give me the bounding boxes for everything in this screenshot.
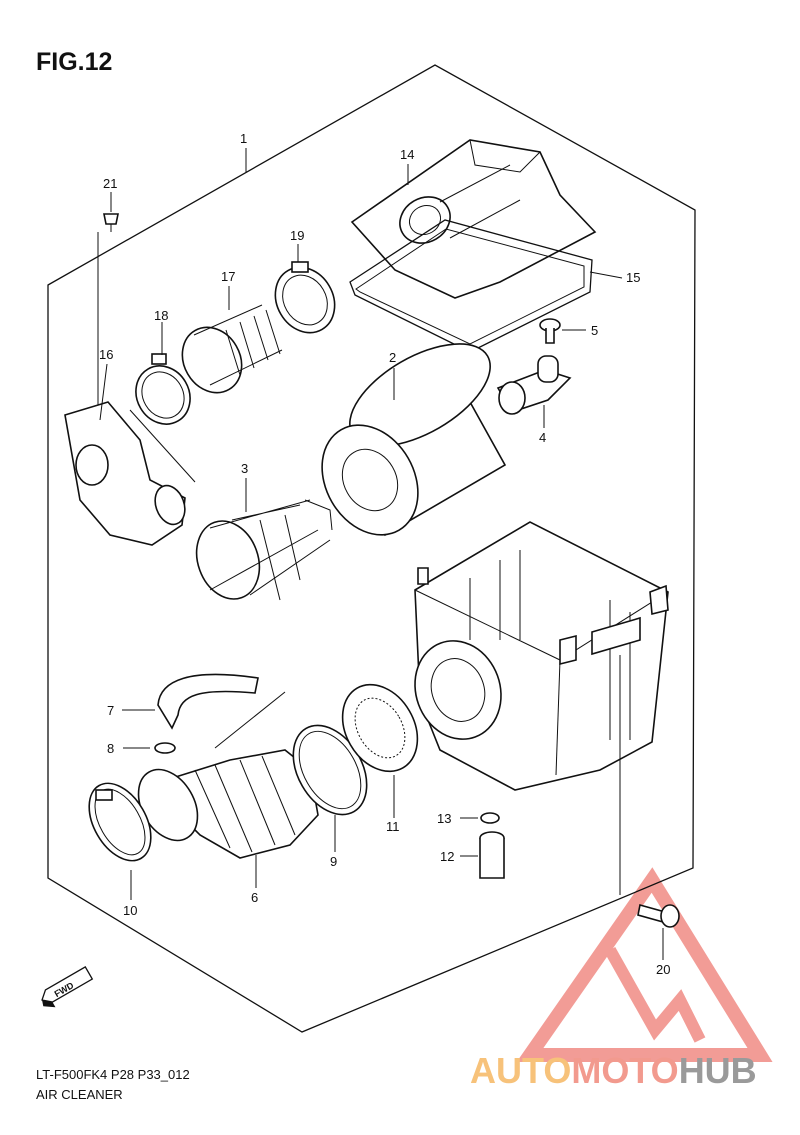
air-cleaner-case — [414, 521, 669, 791]
callout-15: 15 — [626, 270, 640, 285]
part-12-cap — [479, 831, 505, 879]
assembly-frame — [47, 64, 696, 1033]
callouts: 1 2 3 4 5 6 7 8 9 10 11 12 13 14 15 16 1… — [99, 131, 670, 977]
callout-18: 18 — [154, 308, 168, 323]
watermark-moto: MOTO — [571, 1050, 679, 1091]
callout-11: 11 — [386, 819, 400, 834]
part-15-gasket — [349, 219, 593, 353]
watermark-logo — [516, 867, 773, 1062]
callout-13: 13 — [437, 811, 451, 826]
callout-12: 12 — [440, 849, 454, 864]
part-5-screw — [539, 318, 561, 344]
callout-10: 10 — [123, 903, 137, 918]
callout-17: 17 — [221, 269, 235, 284]
callout-6: 6 — [251, 890, 258, 905]
watermark-auto: AUTO — [470, 1050, 572, 1091]
part-11-screen — [341, 683, 419, 773]
callout-4: 4 — [539, 430, 546, 445]
part-16-inlet-duct — [64, 401, 186, 546]
leader-lines — [97, 148, 664, 960]
part-6-outlet-tube — [137, 749, 319, 859]
watermark-text: AUTOMOTOHUB — [470, 1050, 757, 1092]
callout-2: 2 — [389, 350, 396, 365]
callout-8: 8 — [107, 741, 114, 756]
callout-9: 9 — [330, 854, 337, 869]
part-20-bolt — [637, 903, 680, 928]
part-17-boot — [181, 304, 283, 394]
callout-19: 19 — [290, 228, 304, 243]
callout-3: 3 — [241, 461, 248, 476]
watermark-hub: HUB — [678, 1050, 757, 1091]
callout-5: 5 — [591, 323, 598, 338]
part-2-filter-element — [321, 343, 507, 537]
part-7-hose — [157, 673, 259, 730]
part-10-clamp — [88, 782, 152, 862]
callout-21: 21 — [103, 176, 117, 191]
part-13-clip — [480, 812, 500, 824]
callout-20: 20 — [656, 962, 670, 977]
callout-7: 7 — [107, 703, 114, 718]
part-19-clamp — [274, 261, 336, 334]
part-4-valve — [496, 355, 572, 415]
section-name: AIR CLEANER — [36, 1087, 123, 1102]
callout-1: 1 — [240, 131, 247, 146]
callout-16: 16 — [99, 347, 113, 362]
part-8-clip — [154, 742, 176, 754]
part-14-cap — [350, 139, 597, 299]
fwd-arrow-icon: FWD — [41, 966, 94, 1008]
callout-14: 14 — [400, 147, 414, 162]
part-21-clip — [103, 213, 119, 232]
model-code: LT-F500FK4 P28 P33_012 — [36, 1067, 190, 1082]
part-3-filter-cage — [195, 499, 333, 601]
figure-title: FIG.12 — [36, 48, 113, 76]
part-18-clamp — [135, 353, 191, 425]
